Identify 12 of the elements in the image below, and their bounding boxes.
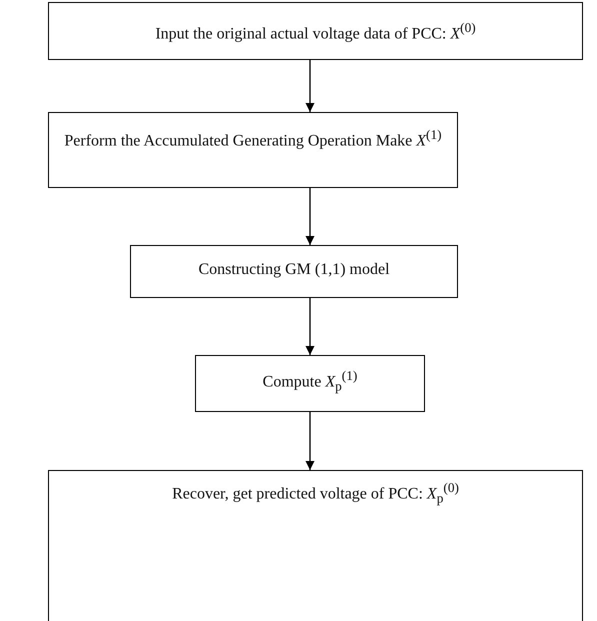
process-box [195,355,425,412]
process-box [130,245,458,298]
process-box [48,112,458,188]
arrow [306,188,314,245]
process-box [48,470,583,621]
step-text: Perform the Accumulated Generating Operation Make X$^{(1)}$ [64,126,442,152]
step-text: Input the original actual voltage data of PCC: X$^{(0)}$ [155,19,476,44]
arrow [306,412,314,470]
arrow [306,298,314,355]
step-text: Constructing GM (1,1) model [198,260,390,280]
arrow [306,60,314,112]
process-box [48,2,583,60]
